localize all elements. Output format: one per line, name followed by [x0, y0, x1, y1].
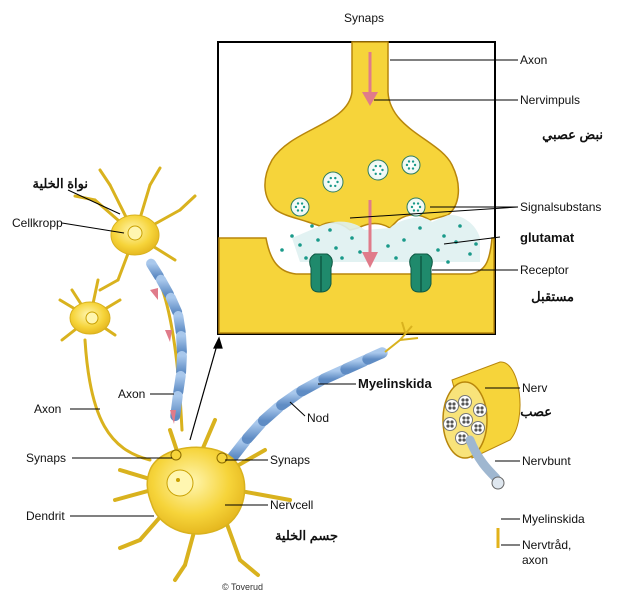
main-nucleus: [167, 470, 193, 496]
label-synaps-right: Synaps: [270, 453, 310, 467]
label-cellkropp: Cellkropp: [12, 216, 63, 230]
label-nerv-ar: عصب: [520, 404, 552, 419]
myelin-sheath-long: [232, 352, 384, 458]
label-dendrit: Dendrit: [26, 509, 65, 523]
label-nervimpuls: Nervimpuls: [520, 93, 580, 107]
label-axon-mid: Axon: [118, 387, 145, 401]
receptor-left: [310, 254, 333, 292]
left-nucleus: [86, 312, 98, 324]
vesicle: [368, 160, 388, 180]
main-nucleolus: [176, 478, 180, 482]
zoom-pointer: [190, 338, 222, 440]
label-axon-top: Axon: [520, 53, 547, 67]
label-nucleus-ar: نواة الخلية: [32, 176, 88, 192]
label-nod: Nod: [307, 411, 329, 425]
synapse-knob-right: [217, 453, 227, 463]
label-nerv: Nerv: [522, 381, 547, 395]
label-myelinskida-mid: Myelinskida: [358, 376, 432, 391]
upper-nucleus: [128, 226, 142, 240]
receptor-right: [410, 254, 433, 292]
nerve-cross-section: [443, 362, 520, 548]
label-synaps-left: Synaps: [26, 451, 66, 465]
label-nervtrad-2: axon: [522, 553, 548, 567]
vesicle: [323, 172, 343, 192]
vesicle: [402, 156, 420, 174]
label-nervbunt: Nervbunt: [522, 454, 571, 468]
myelin-sheath-upper: [150, 262, 182, 418]
label-glutamat: glutamat: [520, 230, 575, 245]
label-synaps-top: Synaps: [344, 11, 384, 25]
label-signalsubstans: Signalsubstans: [520, 200, 601, 214]
synapse-zoom-box: [218, 42, 495, 334]
label-receptor-ar: مستقبل: [531, 289, 574, 304]
label-axon-left: Axon: [34, 402, 61, 416]
label-credit: © Toverud: [222, 582, 263, 592]
label-nervcell: Nervcell: [270, 498, 313, 512]
label-cellbody-ar: جسم الخلية: [275, 528, 338, 544]
label-nervtrad-1: Nervtråd,: [522, 538, 571, 552]
synapse-knob-left: [171, 450, 181, 460]
label-receptor: Receptor: [520, 263, 569, 277]
label-nervimpuls-ar: نبض عصبي: [542, 127, 603, 143]
vesicle: [291, 198, 309, 216]
label-myelinskida-right: Myelinskida: [522, 512, 585, 526]
